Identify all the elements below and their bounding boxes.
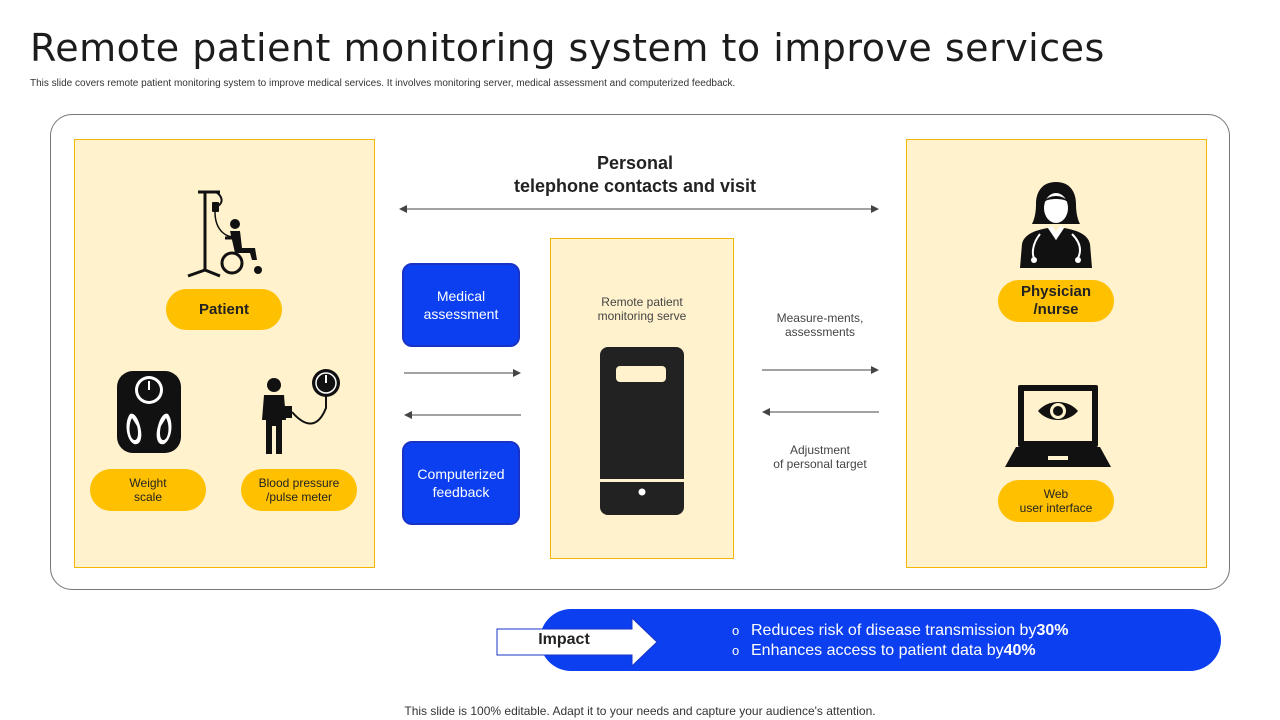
arrow-right-1 [404,369,521,377]
server-device-icon [600,347,684,515]
impact-label: Impact [538,631,590,648]
impact-item: o Enhances access to patient data by 40% [732,641,1068,661]
measurements-label: Measure-ments, assessments [776,311,864,339]
impact-item: o Reduces risk of disease transmission b… [732,621,1068,641]
web-ui-label: Web user interface [998,480,1114,522]
page-subtitle: This slide covers remote patient monitor… [30,78,736,89]
impact-item-text: Enhances access to patient data by [751,642,1004,659]
impact-item-value: 40% [1003,642,1036,659]
server-label: Remote patient monitoring serve [597,295,687,323]
medical-assessment-box: Medical assessment [402,263,520,347]
iv-wheelchair-icon [187,190,262,278]
arrow-right-2 [762,366,879,374]
weight-scale-icon [117,371,181,453]
computerized-feedback-box: Computerized feedback [402,441,520,525]
blood-pressure-icon [262,369,340,454]
laptop-eye-icon [1005,385,1111,467]
impact-item-text: Reduces risk of disease transmission by [751,622,1037,639]
diagram-frame [50,114,1230,590]
adjustment-label: Adjustment of personal target [773,443,867,471]
arrow-left-1 [404,411,521,419]
page-title: Remote patient monitoring system to impr… [30,26,1105,70]
weight-scale-label: Weight scale [90,469,206,511]
footer-note: This slide is 100% editable. Adapt it to… [404,704,876,718]
arrow-left-2 [762,408,879,416]
telephone-contacts-headline: Personal telephone contacts and visit [513,153,757,196]
physician-nurse-label: Physician /nurse [998,280,1114,322]
impact-list: o Reduces risk of disease transmission b… [732,621,1068,661]
impact-item-value: 30% [1036,622,1069,639]
bullet-icon: o [732,623,740,638]
blood-pressure-label: Blood pressure /pulse meter [241,469,357,511]
double-arrow [399,205,879,213]
physician-icon [1020,182,1092,268]
bullet-icon: o [732,643,740,658]
impact-arrow [496,617,658,667]
patient-label: Patient [166,289,282,330]
